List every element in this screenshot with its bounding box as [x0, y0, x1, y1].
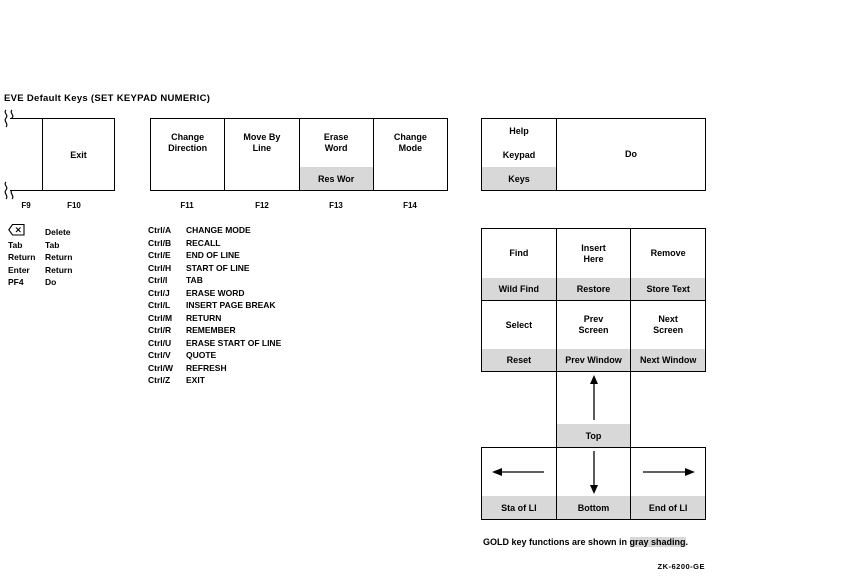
gold-band: [225, 167, 298, 190]
key-right-arrow: End of LI: [630, 448, 706, 519]
gray-shading-highlight: gray shading: [629, 537, 686, 547]
gold-band-bottom: Bottom: [556, 496, 631, 519]
gold-band-wild-find: Wild Find: [482, 278, 556, 300]
list-item: Delete: [8, 224, 72, 239]
gold-band-res-wor: Res Wor: [299, 167, 373, 190]
up-arrow-icon: [589, 375, 598, 420]
key-up-arrow-top: Top: [556, 371, 631, 448]
help-do-group: Help Keypad Keys Do: [481, 118, 706, 191]
flabel-f12: F12: [255, 201, 269, 210]
gold-band-top: Top: [557, 424, 630, 447]
key-down-arrow: Bottom: [555, 448, 631, 519]
delete-left-icon: [8, 224, 45, 239]
flabel-f10: F10: [67, 201, 81, 210]
gold-band: [374, 167, 447, 190]
gold-band-reset: Reset: [482, 349, 556, 371]
gold-band-end-of-li: End of LI: [631, 496, 706, 519]
gold-band-next-window: Next Window: [631, 349, 706, 371]
gold-note: GOLD key functions are shown in gray sha…: [483, 537, 689, 547]
gold-band-store-text: Store Text: [631, 278, 706, 300]
page-title: EVE Default Keys (SET KEYPAD NUMERIC): [4, 93, 211, 104]
flabel-f14: F14: [403, 201, 417, 210]
flabel-f11: F11: [180, 201, 194, 210]
flabel-f13: F13: [329, 201, 343, 210]
gold-band-prev-window: Prev Window: [556, 349, 631, 371]
key-help-keypad: Help Keypad Keys: [482, 119, 556, 190]
left-arrow-icon: [492, 468, 545, 476]
down-arrow-icon: [589, 450, 598, 494]
key-select: Select Reset: [482, 300, 556, 371]
key-left-arrow: Sta of LI: [482, 448, 556, 519]
gold-band: [151, 167, 224, 190]
gold-band-sta-of-li: Sta of LI: [482, 496, 556, 519]
gold-band-restore: Restore: [556, 278, 631, 300]
key-remove: Remove Store Text: [630, 229, 706, 300]
key-find: Find Wild Find: [482, 229, 556, 300]
gold-band-keys: Keys: [482, 167, 556, 190]
right-arrow-icon: [642, 468, 695, 476]
flabel-f9: F9: [21, 201, 31, 210]
key-f10-exit: Exit: [10, 118, 115, 191]
arrow-key-row: Sta of LI Bottom End of: [481, 447, 706, 520]
key-label: Exit: [70, 149, 87, 160]
figure-code: ZK-6200-GE: [657, 562, 705, 571]
key-do: Do: [556, 119, 705, 190]
key-divider: [42, 119, 43, 190]
